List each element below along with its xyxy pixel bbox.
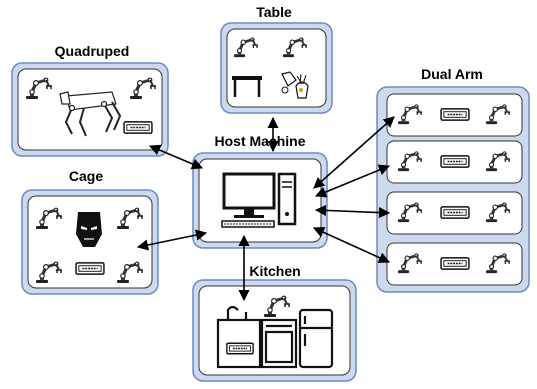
- cage-label: Cage: [68, 168, 104, 184]
- dual-arm-label: Dual Arm: [421, 66, 483, 82]
- kitchen-cluster: [192, 279, 357, 382]
- table-cluster: [220, 22, 333, 114]
- host-machine-cluster: [192, 152, 328, 249]
- arrow-host-dualarm-3: [314, 204, 391, 219]
- controller-box-icon: [226, 342, 254, 355]
- table-icon: [232, 76, 262, 97]
- quadruped-cluster: [11, 62, 169, 157]
- desktop-computer-icon: [221, 172, 297, 228]
- dual-arm-cluster: [376, 86, 530, 293]
- iron-mask-icon: [76, 212, 102, 247]
- quadruped-label: Quadruped: [54, 43, 130, 59]
- controller-box-icon: [440, 155, 470, 168]
- controller-box-icon: [440, 108, 470, 121]
- host-machine-label: Host Machine: [214, 133, 306, 149]
- arrow-host-dualarm-2: [314, 164, 391, 198]
- controller-box-icon: [440, 206, 470, 219]
- quadruped-robot-icon: [59, 91, 122, 137]
- connections: [136, 116, 395, 302]
- controller-box-icon: [440, 257, 470, 270]
- dual-arm-row: [386, 93, 523, 137]
- controller-box-icon: [75, 262, 105, 275]
- controller-box-icon: [123, 121, 153, 134]
- table-label: Table: [256, 4, 292, 20]
- dual-arm-row: [386, 242, 523, 286]
- kitchen-label: Kitchen: [249, 263, 301, 279]
- dual-arm-row: [386, 191, 523, 235]
- cage-cluster: [21, 189, 159, 295]
- arrow-host-dualarm-4: [312, 227, 391, 263]
- arrow-host-cage: [136, 229, 208, 251]
- objects-icon: [281, 71, 309, 99]
- arrow-host-quadruped: [148, 144, 204, 170]
- dual-arm-row: [386, 140, 523, 184]
